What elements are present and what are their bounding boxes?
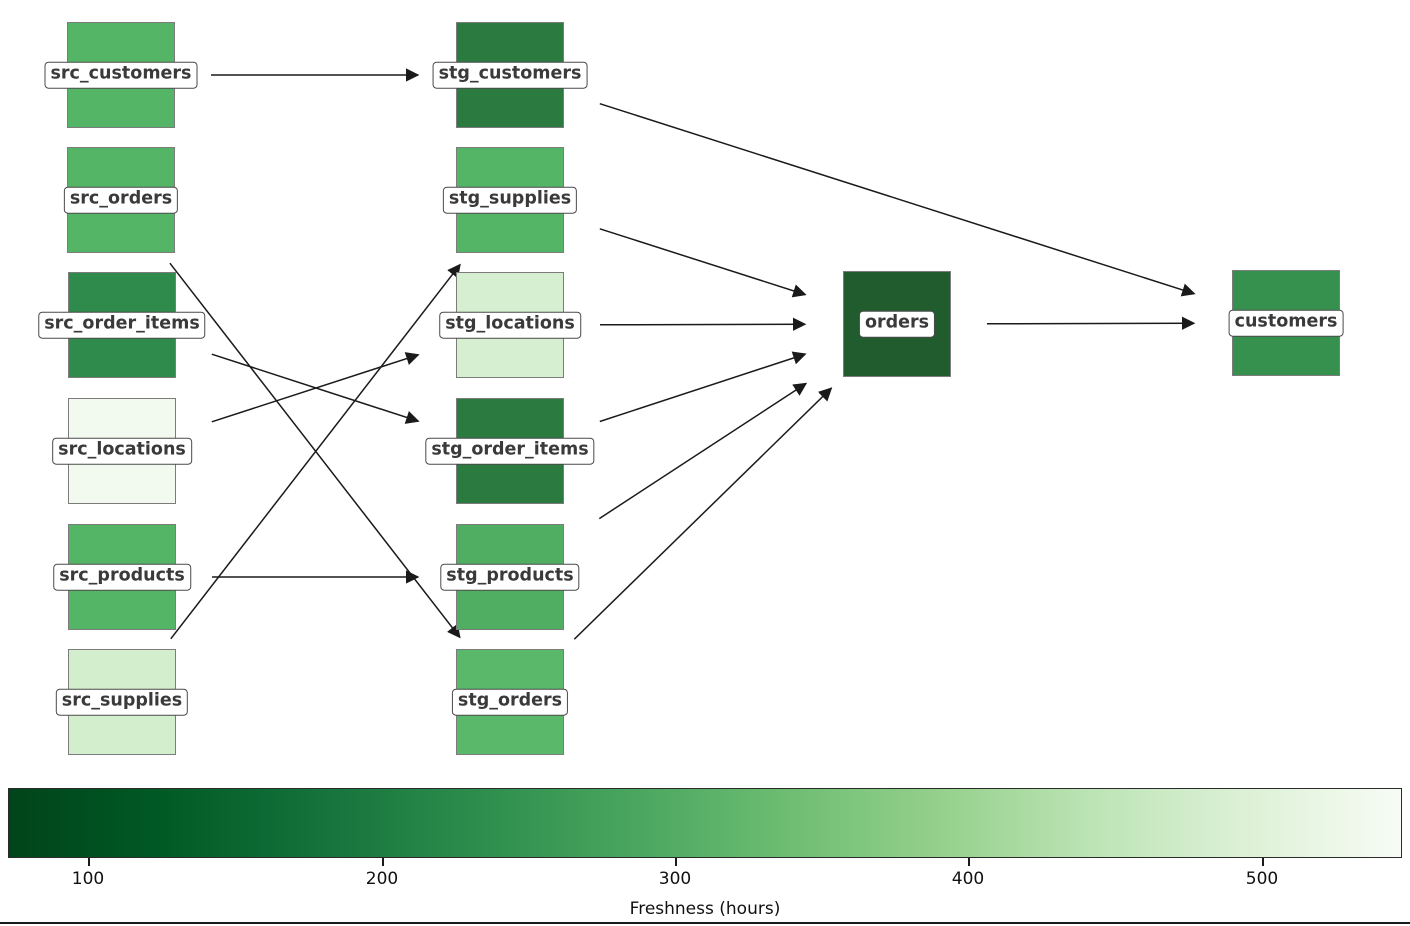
edge-src_orders-to-stg_orders (169, 262, 461, 639)
node-label-src_locations: src_locations (52, 437, 192, 465)
colorbar-tick-label-300: 300 (658, 869, 692, 889)
edge-stg_customers-to-customers (599, 102, 1196, 297)
node-label-stg_products: stg_products (440, 563, 580, 591)
edge-src_supplies-to-stg_supplies (170, 263, 461, 640)
node-label-src_order_items: src_order_items (38, 311, 206, 339)
node-label-src_supplies: src_supplies (55, 688, 189, 716)
colorbar-tick-mark-400 (968, 858, 970, 866)
colorbar-tick-mark-500 (1262, 858, 1264, 866)
edge-src_locations-to-stg_locations (211, 352, 420, 423)
edge-stg_locations-to-orders (599, 317, 807, 331)
node-label-src_products: src_products (53, 563, 191, 591)
node-label-stg_customers: stg_customers (432, 61, 588, 89)
edge-stg_supplies-to-orders (599, 228, 807, 298)
node-label-stg_locations: stg_locations (439, 311, 581, 339)
colorbar-tick-label-100: 100 (71, 869, 105, 889)
node-label-stg_supplies: stg_supplies (442, 186, 578, 214)
colorbar-tick-label-400: 400 (951, 869, 985, 889)
figure-bottom-border (0, 922, 1410, 924)
edge-stg_order_items-to-orders (599, 351, 807, 423)
edge-orders-to-customers (986, 316, 1196, 330)
colorbar-tick-mark-200 (382, 858, 384, 866)
colorbar (8, 788, 1402, 858)
colorbar-axis-label: Freshness (hours) (629, 899, 781, 919)
colorbar-tick-mark-100 (88, 858, 90, 866)
edge-stg_products-to-orders (598, 382, 808, 520)
colorbar-tick-label-200: 200 (365, 869, 399, 889)
colorbar-tick-mark-300 (675, 858, 677, 866)
colorbar-tick-label-500: 500 (1245, 869, 1279, 889)
edge-stg_orders-to-orders (573, 387, 833, 640)
node-label-orders: orders (858, 310, 936, 338)
node-label-src_customers: src_customers (44, 61, 198, 89)
node-label-stg_order_items: stg_order_items (425, 437, 595, 465)
node-label-src_orders: src_orders (63, 186, 179, 214)
node-label-customers: customers (1228, 309, 1344, 337)
node-label-stg_orders: stg_orders (451, 688, 569, 716)
